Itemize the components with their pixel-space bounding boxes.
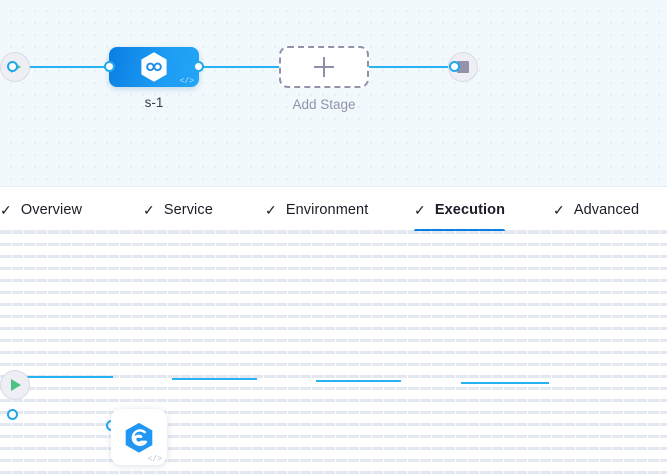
- add-stage-label: Add Stage: [292, 97, 356, 112]
- step-link-sh1-to-add: [316, 380, 401, 382]
- tab-label: Advanced: [573, 201, 640, 218]
- stage-graph-canvas[interactable]: </> s-1 Add Stage: [0, 0, 667, 186]
- add-stage-button[interactable]: [279, 46, 369, 88]
- stage-link-add-to-end: [366, 66, 454, 68]
- stage-node-s-1[interactable]: </>: [109, 47, 199, 87]
- tab-label: Execution: [434, 201, 506, 218]
- deployment-hexagon-icon: [141, 52, 167, 82]
- check-icon: ✓: [553, 201, 565, 218]
- step-start-connector-dot[interactable]: [7, 409, 18, 420]
- stage-s1-input-dot[interactable]: [104, 61, 115, 72]
- stage-link-start-to-s1: [18, 66, 110, 68]
- tab-execution[interactable]: ✓ Execution: [414, 187, 506, 232]
- step-start-node[interactable]: [0, 370, 30, 400]
- step-node-fetch-instances[interactable]: </>: [111, 409, 167, 465]
- stage-link-s1-to-add: [198, 66, 284, 68]
- execution-step-graph-canvas[interactable]: </> Fetch Instances </> </> sh-1 Add Ste…: [0, 231, 667, 475]
- tab-label: Overview: [20, 201, 83, 218]
- tab-overview[interactable]: ✓ Overview: [0, 187, 82, 232]
- stage-end-connector-dot[interactable]: [449, 61, 460, 72]
- stage-node-label-s-1: s-1: [144, 95, 164, 110]
- play-icon: [11, 379, 21, 391]
- check-icon: ✓: [143, 201, 155, 218]
- stage-start-connector-dot[interactable]: [7, 61, 18, 72]
- plus-icon: [314, 57, 334, 77]
- tab-advanced[interactable]: ✓ Advanced: [553, 187, 639, 232]
- stop-icon: [457, 61, 469, 73]
- tab-label: Environment: [285, 201, 369, 218]
- code-icon: </>: [147, 455, 162, 464]
- stage-s1-output-dot[interactable]: [193, 61, 204, 72]
- tab-environment[interactable]: ✓ Environment: [265, 187, 368, 232]
- check-icon: ✓: [265, 201, 277, 218]
- check-icon: ✓: [414, 201, 426, 218]
- stage-config-tabbar: ✓ Overview ✓ Service ✓ Environment ✓ Exe…: [0, 186, 667, 232]
- step-link-start-to-fetch: [18, 376, 113, 378]
- tab-label: Service: [163, 201, 213, 218]
- step-link-add-to-end: [461, 382, 549, 384]
- code-icon: </>: [179, 77, 194, 86]
- harness-hexagon-icon: [125, 422, 153, 453]
- step-link-fetch-to-sh1: [172, 378, 257, 380]
- check-icon: ✓: [0, 201, 12, 218]
- tab-service[interactable]: ✓ Service: [143, 187, 213, 232]
